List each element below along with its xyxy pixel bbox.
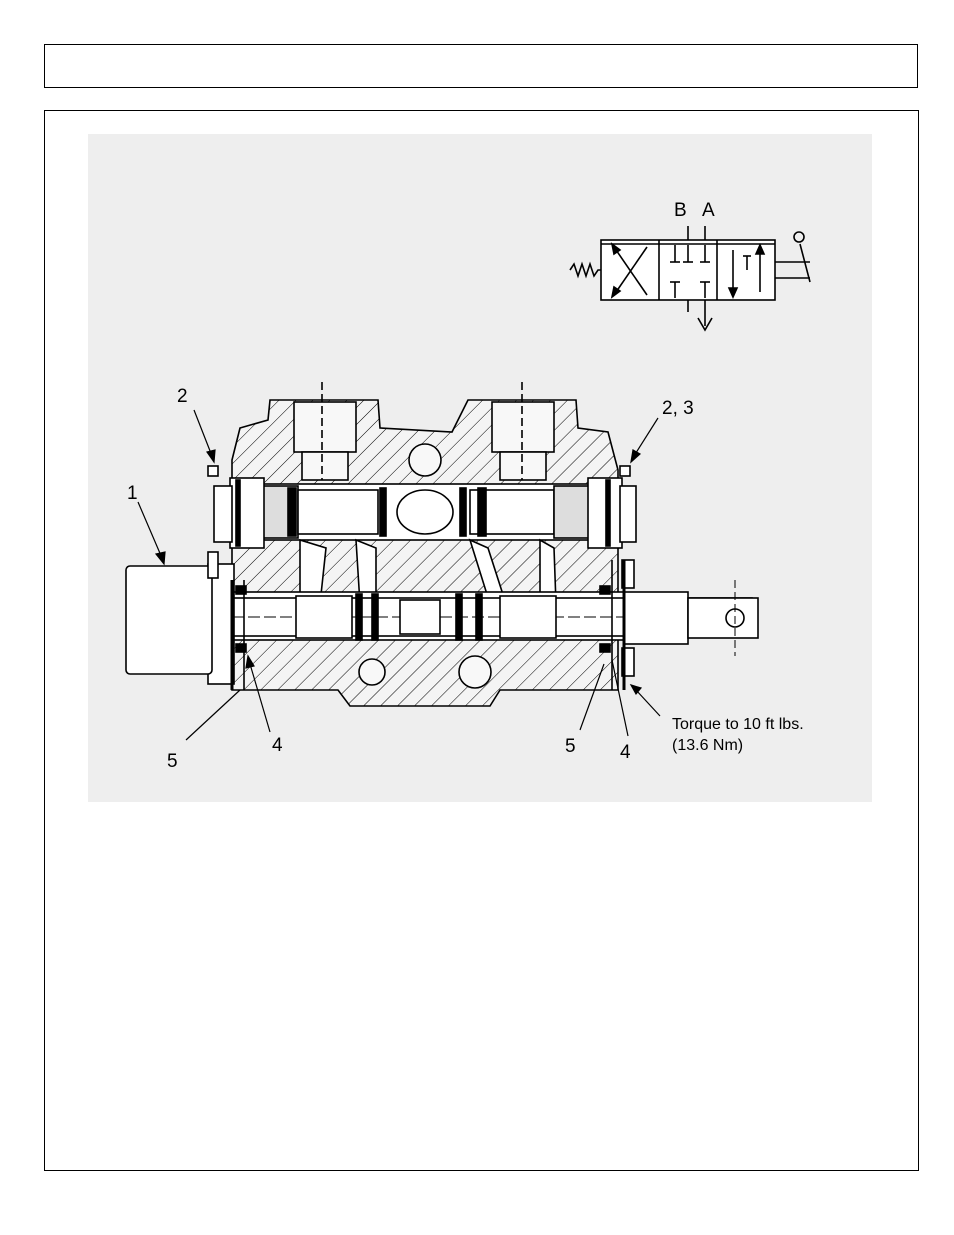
callout-2-left: 2 bbox=[177, 386, 188, 407]
callout-5-left: 5 bbox=[167, 751, 178, 772]
port-b-label: B bbox=[674, 200, 687, 221]
torque-note-line1: Torque to 10 ft lbs. bbox=[672, 716, 804, 733]
valve-cross-section bbox=[126, 382, 758, 706]
port-a-label: A bbox=[702, 200, 715, 221]
hydraulic-schematic: B A bbox=[570, 200, 810, 330]
callout-2-3-right: 2, 3 bbox=[662, 398, 694, 419]
callout-4-right: 4 bbox=[620, 742, 631, 763]
callout-1: 1 bbox=[127, 483, 138, 504]
callout-5-right: 5 bbox=[565, 736, 576, 757]
callout-4-left: 4 bbox=[272, 735, 283, 756]
torque-note-line2: (13.6 Nm) bbox=[672, 737, 743, 754]
